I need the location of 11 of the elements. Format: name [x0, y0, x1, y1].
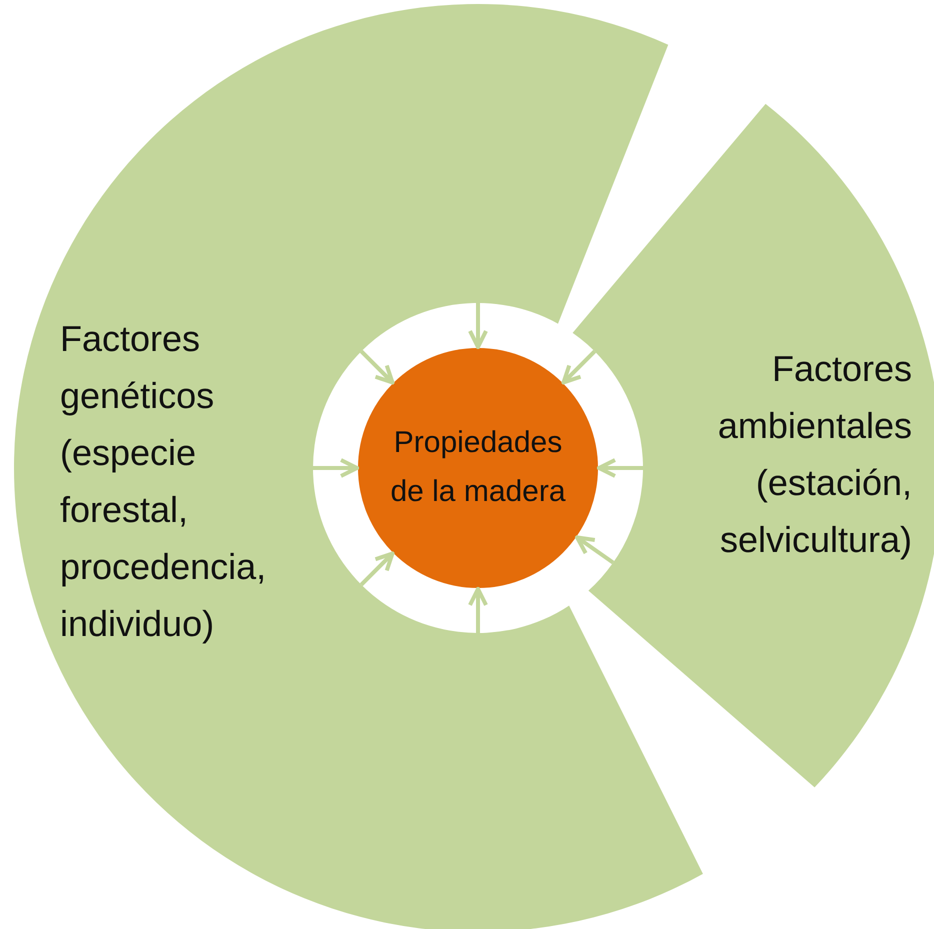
arrow — [313, 458, 359, 478]
arrow — [562, 350, 596, 384]
arrow — [468, 303, 488, 349]
arrow — [360, 552, 394, 586]
segment-label: Factores genéticos (especie forestal, procedencia, individuo) — [60, 317, 268, 646]
center-label: Propiedades de la madera — [389, 425, 567, 510]
arrow — [597, 458, 643, 478]
arrow — [575, 535, 614, 564]
segment-label: Factores ambientales (estación, selvicultura) — [716, 347, 912, 562]
arrow — [468, 587, 488, 633]
arrow — [360, 350, 394, 384]
